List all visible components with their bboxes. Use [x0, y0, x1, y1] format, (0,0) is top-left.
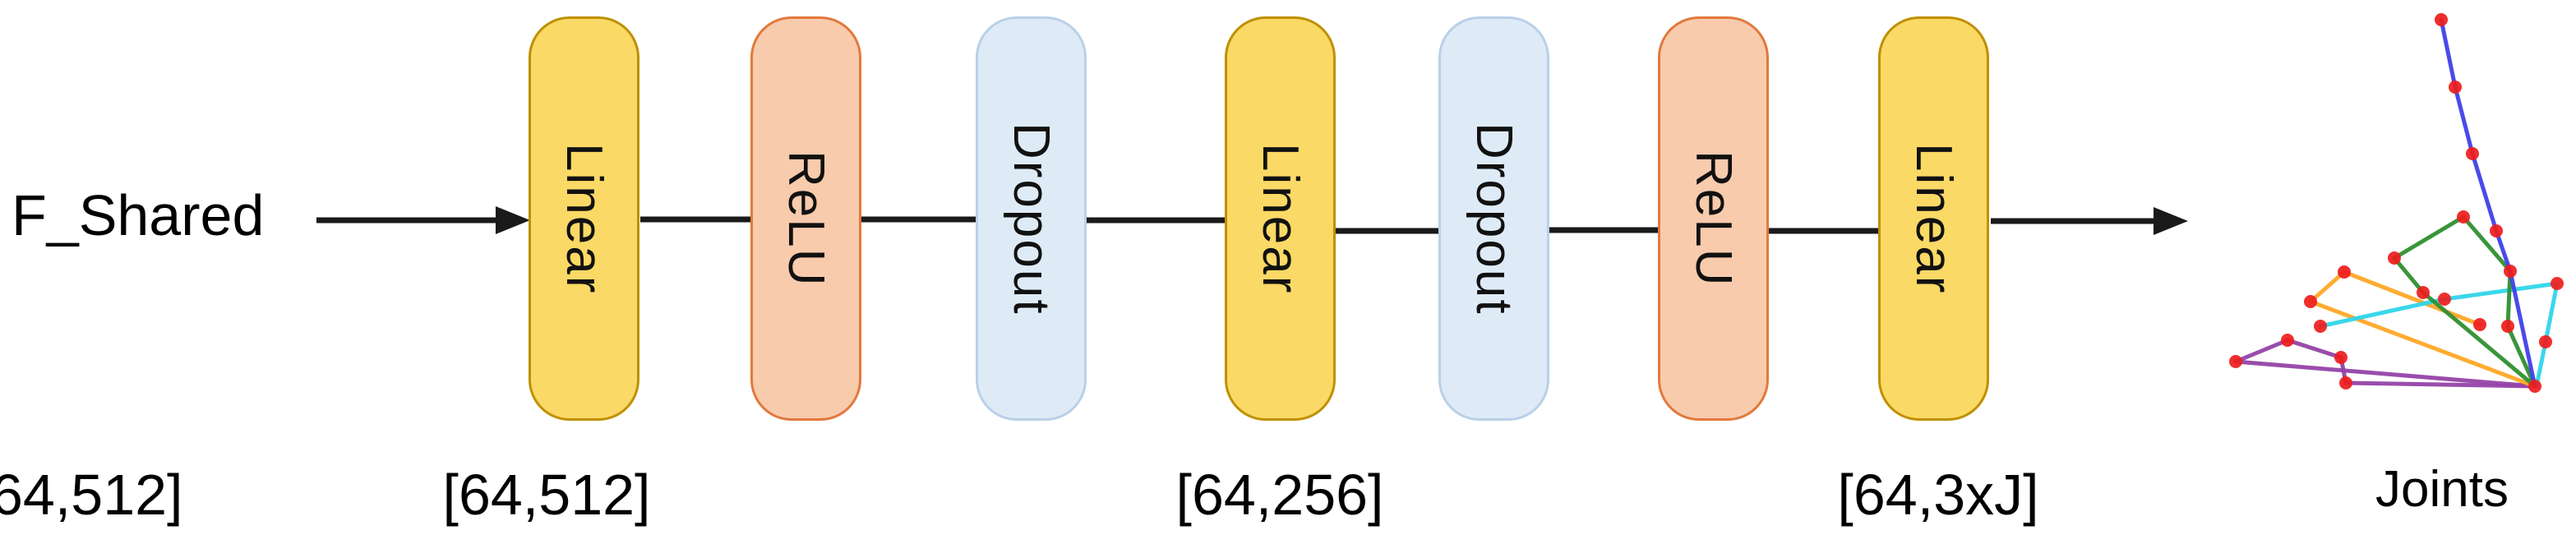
- block-linear-7: Linear: [1878, 16, 1989, 421]
- joint-dot: [2490, 224, 2503, 237]
- arrowhead-icon: [2154, 207, 2188, 235]
- joint-dot: [2435, 13, 2448, 26]
- joint-dot: [2539, 335, 2552, 348]
- tensor-shape-label-1: [64,512]: [0, 463, 183, 527]
- skeleton-blue-finger: [2439, 17, 2537, 389]
- block-label: ReLU: [1685, 150, 1742, 288]
- connector-arrow: [316, 206, 530, 234]
- block-label: Dropout: [1466, 122, 1522, 316]
- joint-dot: [2304, 295, 2317, 308]
- block-label: Linear: [1252, 142, 1309, 295]
- joint-dot: [2281, 334, 2294, 347]
- joint-dot: [2551, 277, 2564, 290]
- block-label: Dropout: [1003, 122, 1059, 316]
- joint-dot: [2417, 286, 2430, 299]
- input-feature-label: F_Shared: [12, 183, 265, 247]
- block-relu-2: ReLU: [750, 16, 861, 421]
- joint-dot: [2229, 355, 2242, 368]
- connector-arrow: [1991, 207, 2188, 235]
- block-linear-4: Linear: [1225, 16, 1336, 421]
- joint-dot: [2457, 210, 2470, 224]
- joint-dot: [2449, 81, 2462, 94]
- arrowhead-icon: [496, 206, 530, 234]
- block-label: Linear: [556, 142, 612, 295]
- tensor-shape-label-3: [64,256]: [1175, 463, 1384, 527]
- joint-dot: [2466, 147, 2479, 160]
- joint-dot: [2473, 318, 2486, 331]
- block-relu-6: ReLU: [1658, 16, 1769, 421]
- block-linear-1: Linear: [529, 16, 639, 421]
- joint-dot: [2339, 376, 2352, 390]
- block-dropout-3: Dropout: [976, 16, 1087, 421]
- joint-dot: [2504, 265, 2517, 278]
- joint-dots: [2229, 13, 2564, 393]
- joint-dot: [2528, 380, 2541, 393]
- joint-dot: [2338, 265, 2351, 279]
- joint-dot: [2314, 320, 2327, 333]
- block-dropout-5: Dropout: [1438, 16, 1549, 421]
- tensor-shape-label-2: [64,512]: [442, 463, 651, 527]
- output-joints-label: Joints: [2375, 461, 2509, 518]
- block-label: ReLU: [778, 150, 834, 288]
- joint-dot: [2501, 320, 2514, 333]
- skeleton-purple-finger: [2233, 338, 2537, 389]
- joint-dot: [2334, 351, 2347, 364]
- block-label: Linear: [1905, 142, 1962, 295]
- joint-dot: [2388, 251, 2401, 265]
- hand-skeleton-plot: [2229, 13, 2564, 393]
- joint-dot: [2438, 293, 2451, 306]
- tensor-shape-label-4: [64,3xJ]: [1837, 463, 2039, 527]
